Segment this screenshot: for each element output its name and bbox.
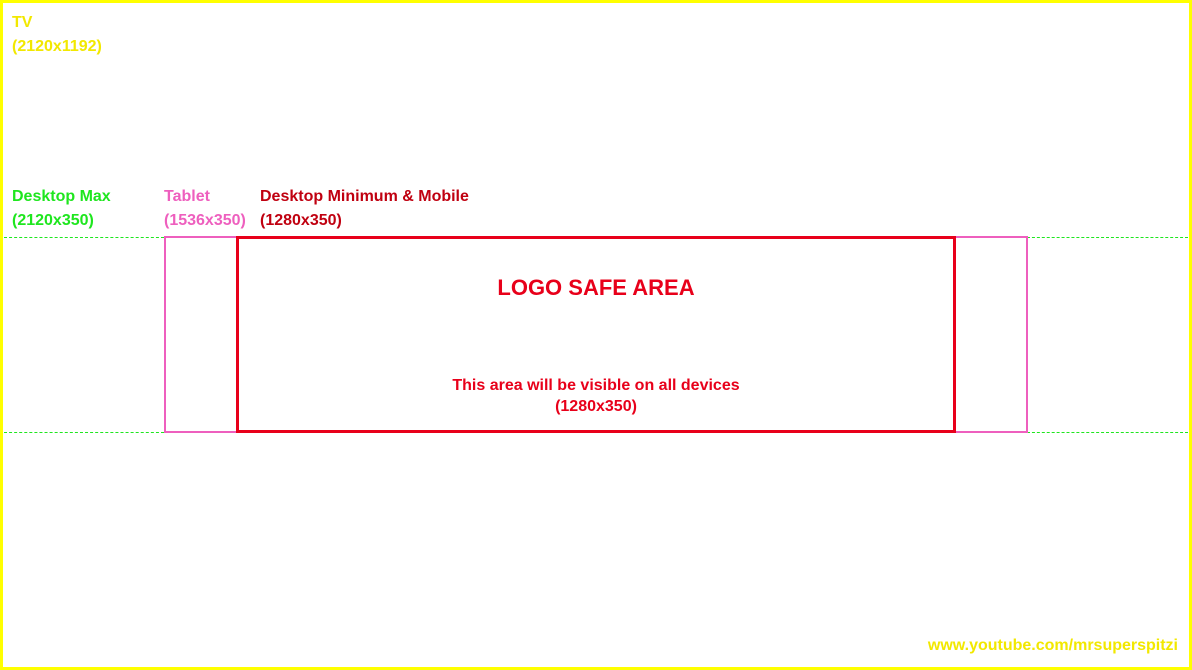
desktop-max-bottom-guide-right	[1027, 432, 1188, 433]
desktop-max-label: Desktop Max (2120x350)	[12, 185, 111, 233]
tv-label-name: TV	[12, 14, 33, 31]
logo-safe-area-note: This area will be visible on all devices…	[239, 375, 953, 417]
desktop-max-top-guide-left	[4, 237, 164, 238]
logo-safe-area-note-text: This area will be visible on all devices	[452, 377, 740, 394]
desktop-max-top-guide-right	[1027, 237, 1188, 238]
tablet-label-name: Tablet	[164, 188, 210, 205]
logo-safe-area-title: LOGO SAFE AREA	[497, 275, 695, 300]
desktop-min-label-size: (1280x350)	[260, 212, 342, 229]
desktop-min-label-name: Desktop Minimum & Mobile	[260, 188, 469, 205]
desktop-max-label-name: Desktop Max	[12, 188, 111, 205]
tv-label-size: (2120x1192)	[12, 38, 102, 55]
tv-label: TV (2120x1192)	[12, 11, 102, 59]
tablet-label-size: (1536x350)	[164, 212, 246, 229]
desktop-max-label-size: (2120x350)	[12, 212, 94, 229]
credit-url: www.youtube.com/mrsuperspitzi	[927, 637, 1178, 654]
logo-safe-area-size: (1280x350)	[555, 398, 637, 415]
desktop-min-label: Desktop Minimum & Mobile (1280x350)	[260, 185, 469, 233]
tablet-label: Tablet (1536x350)	[164, 185, 246, 233]
logo-safe-area-box: LOGO SAFE AREA This area will be visible…	[236, 236, 956, 433]
desktop-max-bottom-guide-left	[4, 432, 164, 433]
